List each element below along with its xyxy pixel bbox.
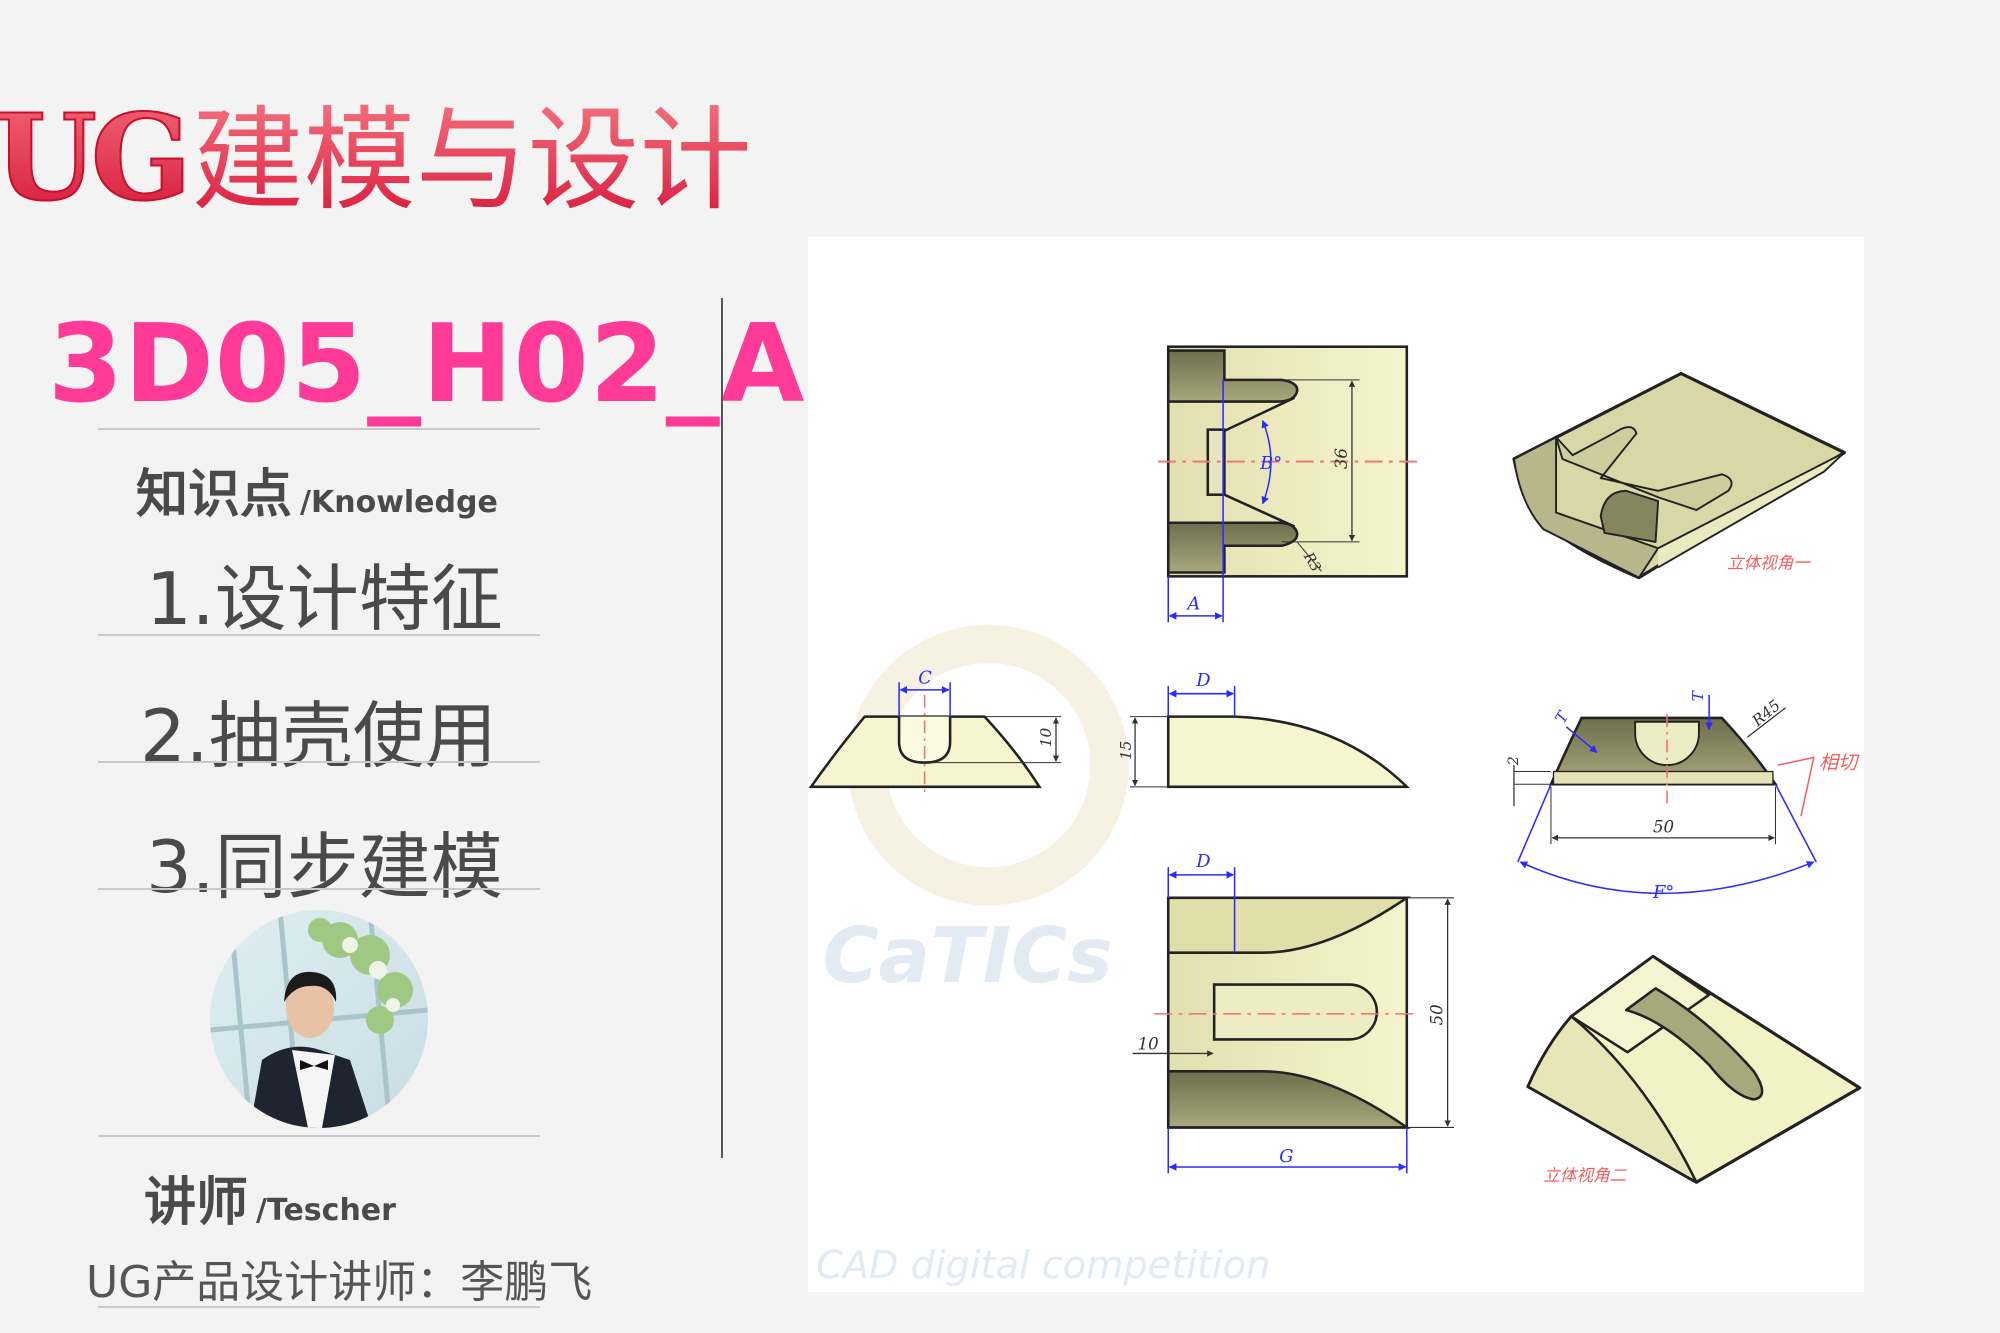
dim-D1: D — [1195, 670, 1210, 691]
teacher-heading-cn: 讲师 — [144, 1173, 249, 1233]
knowledge-item: 1.设计特征 — [146, 557, 503, 641]
dim-F: F° — [1652, 882, 1674, 903]
teacher-avatar — [210, 910, 428, 1128]
dim-50a: 50 — [1653, 818, 1675, 837]
knowledge-item: 2.抽壳使用 — [140, 694, 497, 778]
knowledge-heading: 知识点/Knowledge — [136, 452, 498, 527]
side-view — [1129, 686, 1410, 789]
dim-15: 15 — [1117, 741, 1135, 760]
dim-2: 2 — [1506, 756, 1522, 766]
dim-10a: 10 — [1037, 728, 1055, 748]
knowledge-heading-cn: 知识点 — [136, 465, 293, 525]
top-view — [1158, 345, 1419, 623]
teacher-heading-en: /Tescher — [256, 1193, 396, 1228]
engineering-drawing: CaTICs CAD digital competition A B° R3 3… — [808, 237, 1864, 1292]
dim-T1: T — [1552, 707, 1574, 726]
dim-D2: D — [1195, 851, 1210, 872]
isometric-view-1 — [1512, 371, 1846, 580]
vertical-divider — [721, 298, 723, 1158]
dim-C: C — [918, 667, 932, 688]
tangent-label: 相切 — [1819, 751, 1860, 774]
bottom-view — [1132, 867, 1455, 1174]
ug-logo: UG — [0, 87, 193, 228]
view2-label: 立体视角二 — [1543, 1166, 1627, 1185]
view1-label: 立体视角一 — [1727, 554, 1811, 573]
dim-G: G — [1279, 1146, 1293, 1167]
dim-A: A — [1185, 594, 1200, 615]
divider — [98, 761, 540, 763]
divider — [98, 634, 540, 636]
knowledge-item: 3.同步建模 — [146, 825, 503, 909]
divider — [98, 1135, 540, 1137]
divider — [98, 888, 540, 890]
divider — [98, 428, 540, 430]
dim-50b: 50 — [1428, 1004, 1447, 1026]
dim-10b: 10 — [1138, 1035, 1160, 1054]
dim-36: 36 — [1332, 448, 1351, 469]
dim-B: B° — [1259, 453, 1282, 474]
isometric-view-2 — [1526, 954, 1862, 1184]
knowledge-heading-en: /Knowledge — [300, 485, 498, 520]
divider — [98, 1306, 540, 1308]
page-title: UG建模与设计 — [0, 70, 752, 232]
teacher-name: UG产品设计讲师：李鹏飞 — [86, 1257, 593, 1308]
watermark-brand: CaTICs — [823, 912, 1113, 1001]
watermark-tagline: CAD digital competition — [816, 1243, 1270, 1288]
dim-T2: T — [1689, 689, 1707, 701]
title-text: 建模与设计 — [191, 96, 752, 226]
section-view — [1513, 694, 1817, 895]
teacher-heading: 讲师/Tescher — [144, 1160, 396, 1235]
lesson-code: 3D05_H02_A — [48, 302, 806, 427]
front-view — [808, 682, 1062, 794]
dim-R45: R45 — [1748, 696, 1784, 730]
